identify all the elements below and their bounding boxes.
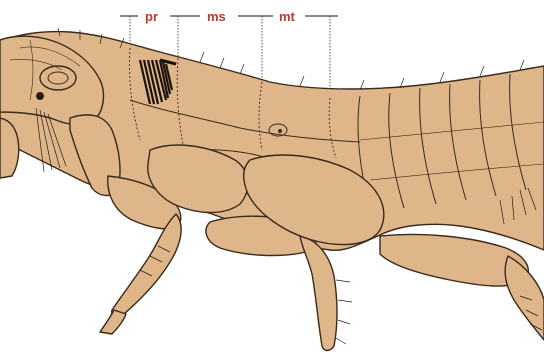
label-mt: mt — [279, 9, 296, 24]
label-pr: pr — [145, 9, 158, 24]
eye-icon — [36, 92, 44, 100]
label-ms: ms — [207, 9, 226, 24]
